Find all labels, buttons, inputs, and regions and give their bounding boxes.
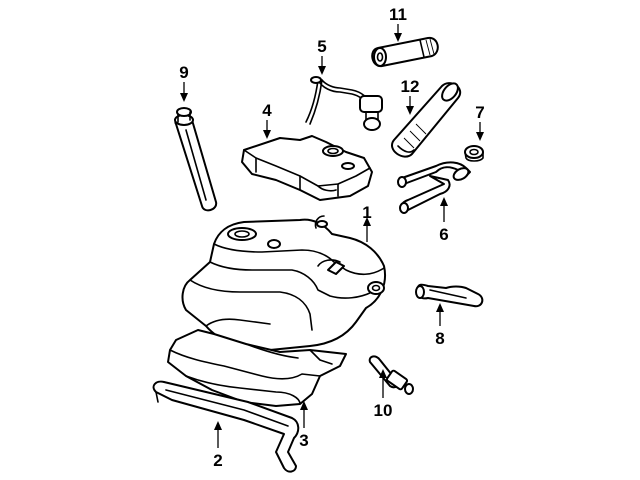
part-10-sender <box>368 355 414 395</box>
part-8-filler-hose <box>415 283 484 308</box>
part-12-sleeve <box>391 82 461 158</box>
part-6-hose <box>397 161 471 214</box>
part-4-housing <box>241 135 373 201</box>
part-1-fuel-tank <box>181 215 386 351</box>
part-11-filter <box>371 36 439 68</box>
callout-leaders <box>180 24 484 448</box>
callout-2: 2 <box>213 451 222 470</box>
callout-labels: 11 12 5 9 4 7 1 6 8 10 3 2 <box>179 5 484 470</box>
callout-9: 9 <box>179 63 188 82</box>
callout-6: 6 <box>439 225 448 244</box>
callout-8: 8 <box>435 329 444 348</box>
part-7-cap <box>464 145 484 162</box>
callout-12: 12 <box>401 77 420 96</box>
part-3-shield <box>167 329 347 407</box>
callout-10: 10 <box>374 401 393 420</box>
callout-11: 11 <box>389 5 407 24</box>
part-2-strap <box>152 380 300 473</box>
callout-5: 5 <box>317 37 326 56</box>
callout-4: 4 <box>262 101 272 120</box>
part-9-filler-tube <box>174 107 218 212</box>
callout-1: 1 <box>362 203 371 222</box>
callout-7: 7 <box>475 103 484 122</box>
callout-3: 3 <box>299 431 308 450</box>
part-5-vent-tube <box>305 76 383 131</box>
